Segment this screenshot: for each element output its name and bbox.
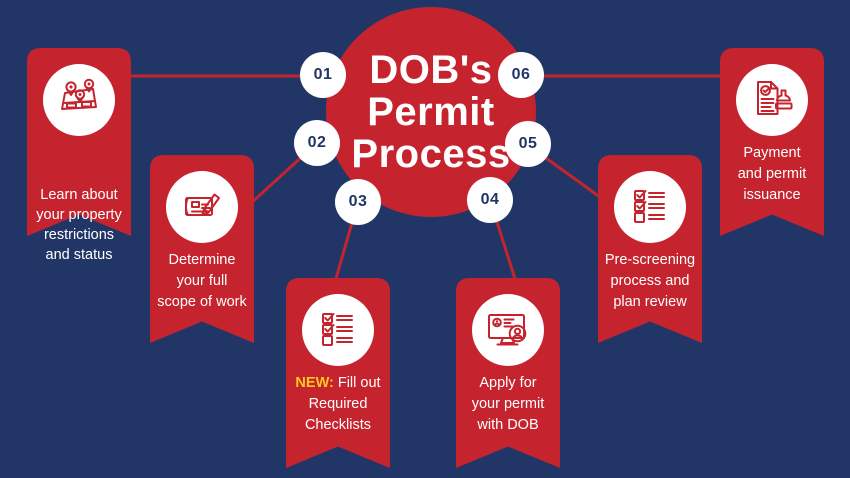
step-description-6: Payment and permit issuance: [737, 145, 807, 203]
step-description-2: Determine your full scope of work: [157, 252, 247, 310]
step-number-badge-6: 06: [498, 52, 544, 98]
step-banner-4: Apply for your permit with DOB: [456, 278, 560, 468]
step-number-badge-2: 02: [294, 120, 340, 166]
step-banner-3: NEW: Fill out Required Checklists: [286, 278, 390, 468]
checklist-review-icon: [614, 171, 686, 243]
step-description-5: Pre-screening process and plan review: [604, 252, 696, 310]
payment-stamp-icon: [736, 64, 808, 136]
new-highlight: NEW:: [295, 375, 334, 391]
checklist-icon: [302, 294, 374, 366]
step-description-3: NEW: Fill out Required Checklists: [295, 375, 381, 433]
step-number-badge-1: 01: [300, 52, 346, 98]
step-number-badge-5: 05: [505, 121, 551, 167]
map-pins-icon: [43, 64, 115, 136]
step-description-1: Learn about your property restrictions a…: [36, 187, 122, 263]
step-banner-5: Pre-screening process and plan review: [598, 155, 702, 343]
step-number-badge-4: 04: [467, 177, 513, 223]
step-banner-2: Determine your full scope of work: [150, 155, 254, 343]
blueprint-pencil-icon: [166, 171, 238, 243]
page-title: DOB's Permit Process: [351, 48, 511, 176]
step-banner-1: Learn about your property restrictions a…: [27, 48, 131, 263]
central-circle: DOB's Permit Process: [326, 7, 536, 217]
step-description-4: Apply for your permit with DOB: [471, 375, 545, 433]
monitor-apply-icon: [472, 294, 544, 366]
step-number-badge-3: 03: [335, 179, 381, 225]
step-banner-6: Payment and permit issuance: [720, 48, 824, 236]
